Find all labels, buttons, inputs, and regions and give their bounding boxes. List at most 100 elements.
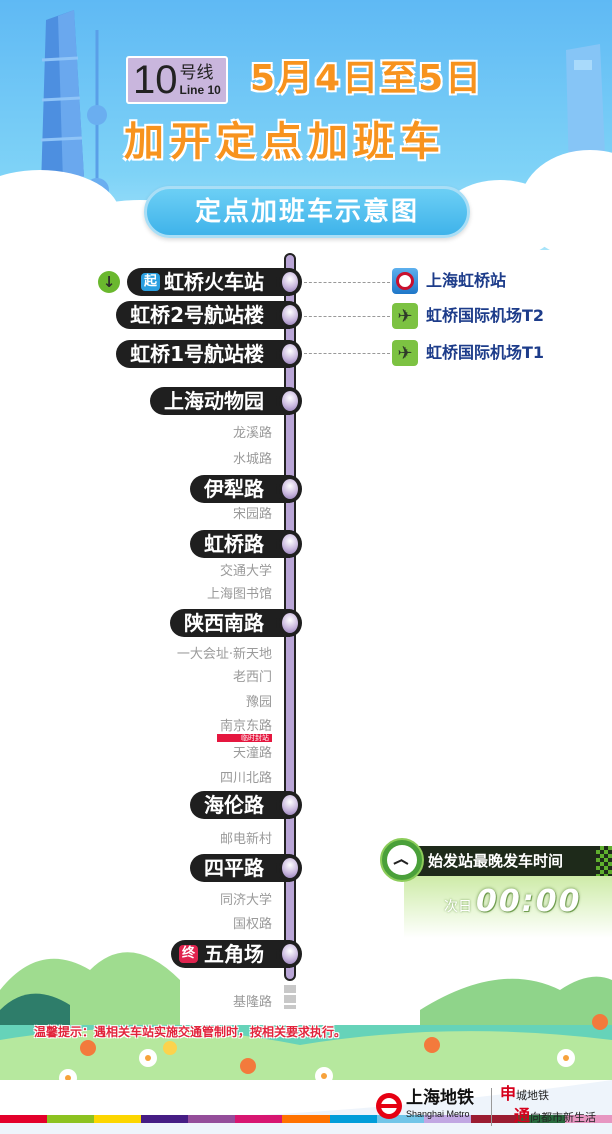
next-day-label: 次日	[444, 899, 472, 915]
last-train-header: 始发站最晚发车时间	[404, 846, 612, 876]
transfer-connector	[304, 282, 390, 283]
station-minor: 豫园	[245, 695, 272, 710]
station-minor: 水城路	[232, 452, 272, 467]
station-major: 伊犁路	[190, 475, 302, 503]
station-node	[279, 476, 301, 502]
stripe-segment	[94, 1115, 142, 1123]
transfer-connector	[304, 353, 390, 354]
station-name: 伊犁路	[204, 477, 264, 501]
station-minor: 基隆路	[232, 995, 272, 1010]
station-node	[279, 302, 301, 328]
station-node	[279, 341, 301, 367]
subtitle-text: 定点加班车示意图	[194, 197, 419, 227]
station-minor-closed-name: 南京东路	[219, 719, 272, 734]
closure-tag: 临时封站	[217, 734, 272, 742]
slogan-text-1: 城地铁	[516, 1089, 550, 1102]
shanghai-tower-illustration	[39, 10, 86, 220]
station-node	[279, 610, 301, 636]
slogan-big-2: 通	[514, 1106, 531, 1125]
station-name: 海伦路	[204, 793, 264, 817]
slogan-line-2: 通向都市新生活	[514, 1106, 596, 1128]
station-major: 起虹桥火车站	[126, 268, 303, 296]
station-node	[279, 531, 301, 557]
transfer-label: 虹桥国际机场T2	[426, 306, 545, 325]
station-name: 五角场	[204, 942, 264, 966]
station-name: 虹桥2号航站楼	[130, 303, 264, 327]
stripe-segment	[329, 1115, 377, 1123]
stripe-segment	[0, 1115, 48, 1123]
date-range-title: 5月4日至5日	[250, 58, 484, 99]
transfer-label: 上海虹桥站	[426, 271, 507, 290]
station-name: 四平路	[204, 856, 264, 880]
stripe-segment	[188, 1115, 236, 1123]
line-cn-label: 号线	[179, 63, 214, 83]
end-tag: 终	[178, 945, 198, 963]
slogan-text-2: 向都市新生活	[530, 1111, 597, 1124]
subtitle-banner: 定点加班车示意图	[144, 186, 470, 238]
station-minor: 龙溪路	[232, 426, 272, 441]
station-major: 虹桥路	[190, 530, 302, 558]
transfer-label: 虹桥国际机场T1	[426, 343, 545, 362]
railway-icon	[392, 268, 418, 294]
slogan-big-1: 申	[500, 1084, 517, 1103]
station-minor-closed: 南京东路 临时封站	[217, 719, 272, 742]
notice-text: 温馨提示：遇相关车站实施交通管制时，按相关要求执行。	[34, 1025, 347, 1039]
brand-en: Shanghai Metro	[406, 1109, 470, 1119]
station-node	[279, 941, 301, 967]
station-minor: 同济大学	[219, 893, 272, 908]
transfer-connector	[304, 316, 390, 317]
station-node	[279, 269, 301, 295]
station-major: 陕西南路	[170, 609, 302, 637]
stripe-segment	[423, 1115, 471, 1123]
station-major: 虹桥1号航站楼	[116, 340, 302, 368]
airplane-icon: ✈	[392, 303, 418, 329]
station-minor: 国权路	[232, 917, 272, 932]
station-name: 陕西南路	[184, 611, 264, 635]
station-major: 海伦路	[190, 791, 302, 819]
footer-divider	[491, 1088, 492, 1126]
station-node	[279, 792, 301, 818]
clock-icon	[380, 838, 424, 882]
stripe-segment	[47, 1115, 95, 1123]
station-name: 虹桥1号航站楼	[130, 342, 264, 366]
station-major: 四平路	[190, 854, 302, 882]
station-name: 虹桥火车站	[164, 270, 264, 294]
station-node	[279, 388, 301, 414]
last-train-title: 始发站最晚发车时间	[428, 852, 564, 870]
stripe-segment	[564, 1115, 612, 1123]
checker-decoration	[596, 846, 612, 876]
station-name: 上海动物园	[164, 389, 264, 413]
station-minor: 邮电新村	[219, 832, 272, 847]
stripe-segment	[376, 1115, 424, 1123]
direction-down-icon: ↓	[98, 271, 120, 293]
headline-title: 加开定点加班车	[124, 119, 446, 165]
track-continuation	[284, 985, 296, 1009]
start-tag: 起	[140, 273, 160, 291]
station-major: 上海动物园	[150, 387, 302, 415]
stripe-segment	[470, 1115, 518, 1123]
station-major: 虹桥2号航站楼	[116, 301, 302, 329]
line-number: 10	[133, 58, 178, 102]
airplane-icon: ✈	[392, 340, 418, 366]
brand-cn: 上海地铁	[406, 1088, 474, 1108]
transfer-item: ✈ 虹桥国际机场T2	[392, 303, 544, 329]
line-color-stripe	[0, 1115, 612, 1123]
stripe-segment	[282, 1115, 330, 1123]
line-badge: 10 号线 Line 10	[126, 56, 228, 104]
station-node	[279, 855, 301, 881]
station-name: 虹桥路	[204, 532, 264, 556]
slogan-line-1: 申城地铁	[500, 1084, 549, 1106]
last-train-row: 次日 00:00	[444, 884, 582, 920]
station-minor: 交通大学	[219, 564, 272, 579]
station-minor: 天潼路	[232, 746, 272, 761]
station-minor: 宋园路	[232, 507, 272, 522]
stripe-segment	[235, 1115, 283, 1123]
station-minor: 四川北路	[219, 771, 272, 786]
hills-illustration	[0, 952, 612, 1080]
last-train-time: 00:00	[476, 884, 582, 919]
station-minor: 一大会址·新天地	[176, 647, 272, 662]
transfer-item: ✈ 虹桥国际机场T1	[392, 340, 544, 366]
station-minor: 上海图书馆	[206, 587, 272, 602]
transfer-item: 上海虹桥站	[392, 268, 506, 294]
